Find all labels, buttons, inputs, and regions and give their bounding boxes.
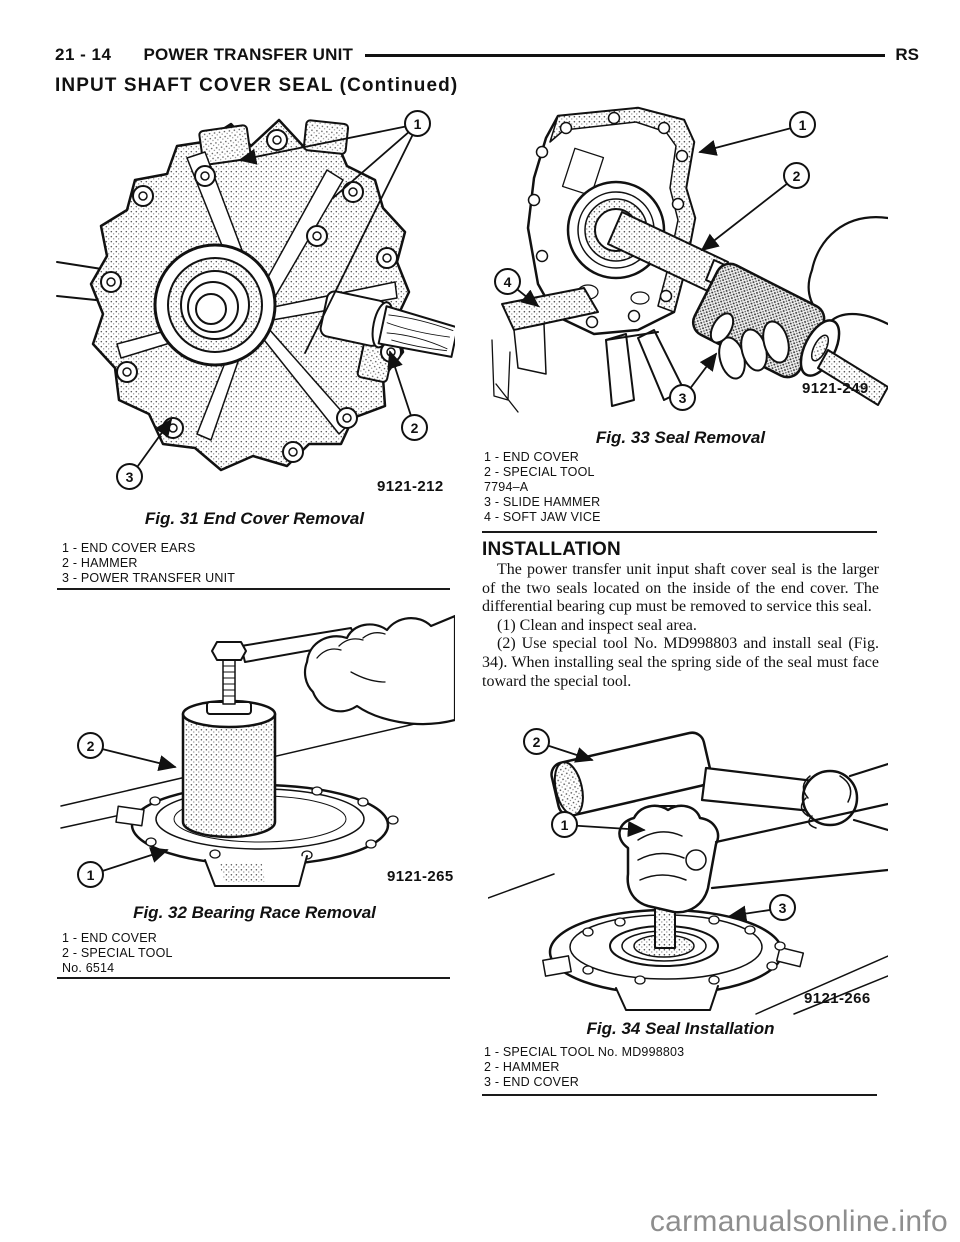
legend-item: 2 - SPECIAL TOOL <box>62 946 173 960</box>
fig32-drawing <box>60 614 455 887</box>
fig34-legend: 1 - SPECIAL TOOL No. MD998803 2 - HAMMER… <box>484 1045 684 1090</box>
divider <box>57 977 450 979</box>
legend-item: No. 6514 <box>62 961 115 975</box>
fig32-legend: 1 - END COVER 2 - SPECIAL TOOL No. 6514 <box>62 931 173 976</box>
divider <box>482 531 877 533</box>
fig31-drawing <box>56 118 455 478</box>
watermark: carmanualsonline.info <box>649 1205 948 1238</box>
fig33-caption: Fig. 33 Seal Removal <box>595 428 766 447</box>
fig34-image-id: 9121-266 <box>804 990 871 1007</box>
legend-item: 4 - SOFT JAW VICE <box>484 510 601 524</box>
legend-item: 3 - POWER TRANSFER UNIT <box>62 571 236 585</box>
fig34-callout-1: 1 <box>551 811 578 838</box>
installation-text: The power transfer unit input shaft cove… <box>482 561 879 691</box>
figure-32: 2 1 9121-265 <box>55 598 455 890</box>
legend-item: 2 - HAMMER <box>484 1060 560 1074</box>
fig31-image-id: 9121-212 <box>377 478 444 495</box>
fig31-legend: 1 - END COVER EARS 2 - HAMMER 3 - POWER … <box>62 541 235 586</box>
paragraph: The power transfer unit input shaft cove… <box>482 561 879 616</box>
fig33-legend: 1 - END COVER 2 - SPECIAL TOOL 7794–A 3 … <box>484 450 601 525</box>
divider <box>482 1094 877 1096</box>
figure-34: 2 1 3 9121-266 <box>488 718 888 1016</box>
fig31-callout-1: 1 <box>404 110 431 137</box>
fig33-callout-3: 3 <box>669 384 696 411</box>
fig31-caption: Fig. 31 End Cover Removal <box>144 509 365 528</box>
fig32-callout-2: 2 <box>77 732 104 759</box>
installation-heading: INSTALLATION <box>482 539 621 560</box>
legend-item: 1 - END COVER <box>484 450 579 464</box>
fig32-image-id: 9121-265 <box>387 868 454 885</box>
step-2: (2) Use special tool No. MD998803 and in… <box>482 635 879 690</box>
fig33-drawing <box>491 106 888 413</box>
model-code: RS <box>895 45 919 64</box>
figure-31: 1 2 3 9121-212 <box>55 100 455 502</box>
page-header: 21 - 14 POWER TRANSFER UNIT RS <box>55 45 919 65</box>
fig33-image-id: 9121-249 <box>802 380 869 397</box>
fig31-callout-3: 3 <box>116 463 143 490</box>
fig34-callout-2: 2 <box>523 728 550 755</box>
legend-item: 3 - SLIDE HAMMER <box>484 495 601 509</box>
legend-item: 1 - END COVER EARS <box>62 541 196 555</box>
fig34-callout-3: 3 <box>769 894 796 921</box>
fig33-callout-1: 1 <box>789 111 816 138</box>
header-rule <box>365 53 886 57</box>
legend-item: 1 - SPECIAL TOOL No. MD998803 <box>484 1045 685 1059</box>
legend-item: 2 - HAMMER <box>62 556 138 570</box>
fig31-callout-2: 2 <box>401 414 428 441</box>
figure-33: 1 2 4 3 9121-249 <box>488 100 888 418</box>
fig33-callout-2: 2 <box>783 162 810 189</box>
page-number: 21 - 14 <box>55 45 112 64</box>
fig34-caption: Fig. 34 Seal Installation <box>586 1019 775 1038</box>
legend-item: 1 - END COVER <box>62 931 157 945</box>
fig33-callout-4: 4 <box>494 268 521 295</box>
divider <box>57 588 450 590</box>
fig32-caption: Fig. 32 Bearing Race Removal <box>133 903 376 922</box>
legend-item: 7794–A <box>484 480 529 494</box>
legend-item: 2 - SPECIAL TOOL <box>484 465 595 479</box>
fig32-callout-1: 1 <box>77 861 104 888</box>
step-1: (1) Clean and inspect seal area. <box>497 616 697 634</box>
legend-item: 3 - END COVER <box>484 1075 579 1089</box>
fig34-drawing <box>488 731 888 1015</box>
page-subtitle: INPUT SHAFT COVER SEAL (Continued) <box>55 75 459 96</box>
section-title: POWER TRANSFER UNIT <box>143 45 354 64</box>
